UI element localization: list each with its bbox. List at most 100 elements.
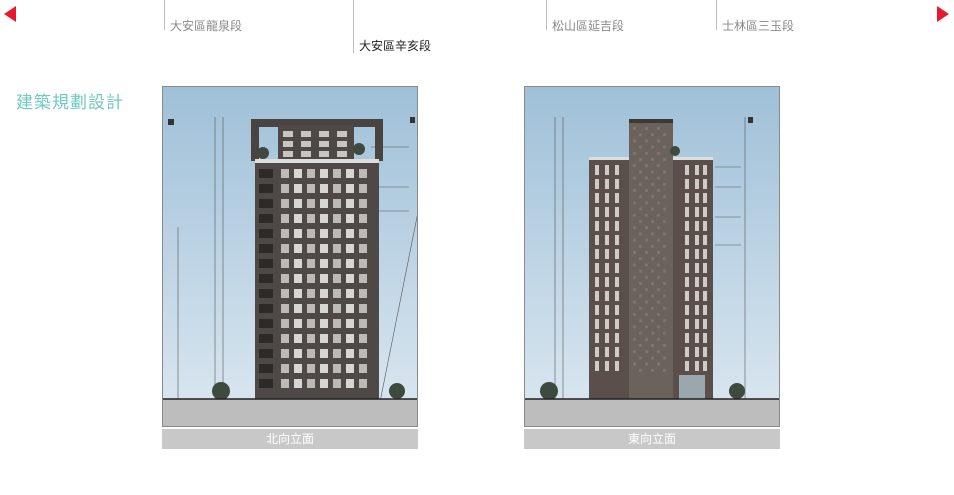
facade-window bbox=[346, 364, 354, 373]
facade-window bbox=[605, 263, 609, 273]
facade-window bbox=[346, 319, 354, 328]
facade-window bbox=[333, 274, 341, 283]
facade-window bbox=[685, 207, 689, 217]
facade-window bbox=[663, 282, 666, 285]
facade-window bbox=[651, 257, 654, 261]
facade-window bbox=[333, 199, 341, 208]
north-elevation-drawing[interactable] bbox=[162, 86, 418, 427]
facade-window bbox=[685, 333, 689, 343]
facade-window bbox=[703, 333, 707, 343]
facade-window bbox=[605, 221, 609, 231]
facade-window bbox=[639, 331, 642, 335]
facade-window bbox=[663, 319, 666, 323]
facade-window bbox=[685, 361, 689, 371]
facade-window bbox=[333, 184, 341, 193]
facade-window bbox=[639, 356, 642, 360]
facade-window bbox=[615, 165, 619, 175]
facade-window bbox=[645, 164, 648, 168]
facade-window bbox=[320, 169, 328, 178]
facade-window bbox=[645, 151, 648, 155]
facade-window bbox=[657, 151, 660, 155]
facade-window bbox=[605, 179, 609, 189]
east-elevation-drawing[interactable] bbox=[524, 86, 780, 427]
facade-window bbox=[657, 189, 660, 192]
facade-window bbox=[703, 263, 707, 273]
facade-window bbox=[663, 182, 666, 186]
elevation-panel-east: 東向立面 bbox=[524, 86, 780, 449]
tab-yanji[interactable]: 松山區延吉段 bbox=[546, 0, 624, 33]
facade-window bbox=[605, 235, 609, 245]
facade-window bbox=[645, 337, 648, 341]
facade-window bbox=[633, 189, 636, 192]
facade-window bbox=[695, 277, 699, 287]
facade-window bbox=[639, 158, 642, 161]
facade-window bbox=[633, 176, 636, 180]
facade-window bbox=[645, 288, 648, 292]
facade-window bbox=[695, 193, 699, 203]
facade-window bbox=[651, 207, 654, 211]
facade-window bbox=[595, 165, 599, 175]
facade-window bbox=[633, 238, 636, 242]
facade-window bbox=[657, 313, 660, 316]
facade-window bbox=[695, 347, 699, 357]
facade-window bbox=[333, 379, 341, 388]
facade-window bbox=[645, 325, 648, 329]
tab-sanyu[interactable]: 士林區三玉段 bbox=[716, 0, 794, 33]
facade-window bbox=[657, 325, 660, 329]
facade-window bbox=[633, 251, 636, 254]
tab-xinhai[interactable]: 大安區辛亥段 bbox=[353, 0, 431, 53]
facade-window bbox=[294, 169, 302, 178]
facade-window bbox=[645, 300, 648, 304]
facade-window bbox=[695, 263, 699, 273]
facade-window bbox=[333, 349, 341, 358]
facade-window bbox=[615, 179, 619, 189]
facade-window bbox=[359, 244, 367, 253]
facade-window bbox=[595, 207, 599, 217]
facade-window bbox=[281, 349, 289, 358]
facade-window bbox=[685, 179, 689, 189]
facade-window bbox=[639, 306, 642, 310]
facade-window bbox=[657, 288, 660, 292]
facade-window bbox=[703, 193, 707, 203]
facade-window bbox=[320, 199, 328, 208]
facade-window bbox=[639, 368, 642, 372]
facade-window bbox=[615, 263, 619, 273]
facade-window bbox=[695, 333, 699, 343]
facade-window bbox=[301, 141, 311, 147]
facade-window bbox=[657, 275, 660, 279]
facade-window bbox=[695, 207, 699, 217]
facade-window bbox=[695, 361, 699, 371]
facade-window bbox=[615, 235, 619, 245]
facade-window bbox=[615, 347, 619, 357]
facade-window bbox=[633, 201, 636, 205]
facade-window bbox=[663, 220, 666, 223]
facade-window bbox=[307, 259, 315, 268]
facade-window bbox=[663, 294, 666, 298]
facade-window bbox=[595, 263, 599, 273]
facade-window bbox=[259, 379, 273, 388]
tab-longquan[interactable]: 大安區龍泉段 bbox=[164, 0, 242, 33]
facade-window bbox=[633, 263, 636, 267]
facade-window bbox=[281, 229, 289, 238]
facade-window bbox=[645, 263, 648, 267]
facade-window bbox=[319, 131, 329, 137]
facade-window bbox=[703, 207, 707, 217]
facade-window bbox=[657, 362, 660, 366]
facade-window bbox=[595, 249, 599, 259]
next-arrow-icon[interactable] bbox=[937, 6, 949, 22]
facade-window bbox=[615, 193, 619, 203]
facade-window bbox=[651, 356, 654, 360]
facade-window bbox=[605, 291, 609, 301]
facade-window bbox=[703, 221, 707, 231]
facade-window bbox=[319, 151, 329, 157]
facade-window bbox=[639, 282, 642, 285]
facade-window bbox=[685, 263, 689, 273]
prev-arrow-icon[interactable] bbox=[4, 6, 16, 22]
facade-window bbox=[595, 277, 599, 287]
facade-window bbox=[307, 214, 315, 223]
facade-window bbox=[281, 184, 289, 193]
facade-window bbox=[645, 213, 648, 217]
facade-window bbox=[651, 145, 654, 149]
facade-window bbox=[595, 193, 599, 203]
facade-window bbox=[359, 349, 367, 358]
